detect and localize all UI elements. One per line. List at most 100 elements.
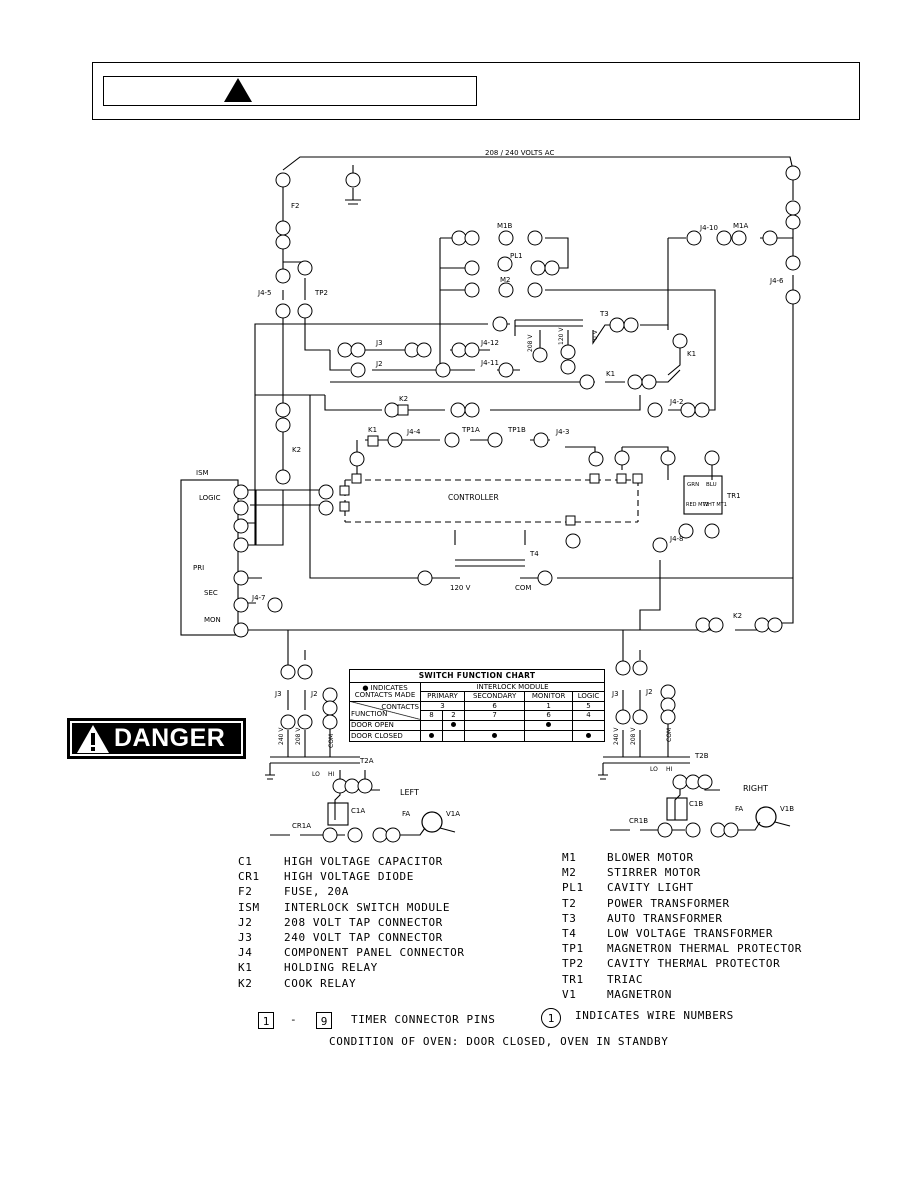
legend-code: T4 <box>562 926 577 940</box>
svg-text:ISM: ISM <box>196 469 209 477</box>
svg-text:FA: FA <box>735 805 743 813</box>
contact-made-dot <box>428 732 434 738</box>
wire-number-example: 1 <box>541 1008 561 1028</box>
svg-text:240 V: 240 V <box>278 727 285 745</box>
legend-description: 208 VOLT TAP CONNECTOR <box>284 915 443 929</box>
svg-text:K2: K2 <box>733 612 742 620</box>
svg-text:T2A: T2A <box>359 757 374 765</box>
legend-row: ISM INTERLOCK SWITCH MODULE <box>238 901 465 916</box>
legend-description: AUTO TRANSFORMER <box>607 911 723 925</box>
wire-numbers-text: INDICATES WIRE NUMBERS <box>575 1009 734 1022</box>
legend-code: T2 <box>562 896 577 910</box>
legend-row: J4 COMPONENT PANEL CONNECTOR <box>238 946 465 961</box>
svg-text:J2: J2 <box>645 688 653 696</box>
legend-code: CR1 <box>238 870 260 884</box>
legend-code: J4 <box>238 946 253 960</box>
svg-text:MON: MON <box>204 616 221 624</box>
legend-description: CAVITY LIGHT <box>607 881 694 895</box>
controller-label: CONTROLLER <box>448 493 499 502</box>
svg-text:M1B: M1B <box>497 222 512 230</box>
legend-row: TP1 MAGNETRON THERMAL PROTECTOR <box>562 942 802 957</box>
legend-code: K2 <box>238 976 253 990</box>
warning-header-box <box>92 62 860 120</box>
warning-exclamation-icon <box>77 724 109 753</box>
svg-text:0 V: 0 V <box>592 329 599 340</box>
svg-text:J2: J2 <box>310 690 318 698</box>
svg-text:C1A: C1A <box>351 807 365 815</box>
timer-pin-box-first: 1 <box>258 1012 274 1029</box>
legend-row: M1 BLOWER MOTOR <box>562 851 802 866</box>
legend-description: COMPONENT PANEL CONNECTOR <box>284 946 465 960</box>
legend-description: STIRRER MOTOR <box>607 866 701 880</box>
svg-text:RIGHT: RIGHT <box>743 784 768 793</box>
legend-code: F2 <box>238 885 253 899</box>
legend-code: M1 <box>562 851 577 864</box>
svg-text:J4-11: J4-11 <box>480 359 499 367</box>
svg-text:J4-8: J4-8 <box>669 535 684 543</box>
legend-code: V1 <box>562 987 577 1001</box>
legend-description: MAGNETRON <box>607 987 673 1001</box>
svg-text:TR1: TR1 <box>726 492 741 500</box>
svg-text:K1: K1 <box>687 350 696 358</box>
svg-text:M2: M2 <box>500 276 511 284</box>
svg-text:J4-12: J4-12 <box>480 339 499 347</box>
legend-description: BLOWER MOTOR <box>607 851 694 864</box>
pin-range-dash: - <box>290 1013 298 1026</box>
legend-code: J3 <box>238 930 253 944</box>
legend-code: TP1 <box>562 942 584 956</box>
svg-text:TP2: TP2 <box>314 289 328 297</box>
svg-text:208 V: 208 V <box>295 727 302 745</box>
legend-row: PL1 CAVITY LIGHT <box>562 881 802 896</box>
legend-code: T3 <box>562 911 577 925</box>
contact-made-dot <box>546 722 552 728</box>
svg-text:J3: J3 <box>375 339 383 347</box>
svg-text:LO: LO <box>312 771 320 778</box>
legend-row: CR1 HIGH VOLTAGE DIODE <box>238 870 465 885</box>
svg-text:LEFT: LEFT <box>400 788 419 797</box>
svg-text:T2B: T2B <box>694 752 709 760</box>
legend-description: INTERLOCK SWITCH MODULE <box>284 900 451 914</box>
legend-description: COOK RELAY <box>284 976 357 990</box>
legend-code: TP2 <box>562 957 584 971</box>
legend-description: 240 VOLT TAP CONNECTOR <box>284 930 443 944</box>
svg-text:COM: COM <box>515 584 531 592</box>
svg-text:V1A: V1A <box>446 810 460 818</box>
legend-code: PL1 <box>562 881 584 895</box>
legend-description: TRIAC <box>607 972 644 986</box>
svg-text:K1: K1 <box>368 426 377 434</box>
legend-row: J3 240 VOLT TAP CONNECTOR <box>238 931 465 946</box>
svg-text:C1B: C1B <box>689 800 703 808</box>
svg-text:PRI: PRI <box>193 564 204 572</box>
svg-text:K2: K2 <box>292 446 301 454</box>
svg-text:J4-10: J4-10 <box>699 224 718 232</box>
svg-text:F2: F2 <box>291 202 299 210</box>
svg-text:J3: J3 <box>274 690 282 698</box>
svg-text:BLU: BLU <box>706 482 717 488</box>
svg-text:K2: K2 <box>399 395 408 403</box>
svg-text:J4-3: J4-3 <box>555 428 570 436</box>
svg-text:J4-7: J4-7 <box>251 594 266 602</box>
legend-description: MAGNETRON THERMAL PROTECTOR <box>607 942 803 956</box>
chart-row-door-open: DOOR OPEN <box>349 719 606 732</box>
svg-text:COM: COM <box>666 728 673 742</box>
svg-text:J4-4: J4-4 <box>406 428 421 436</box>
legend-description: HIGH VOLTAGE DIODE <box>284 870 415 884</box>
contact-made-dot <box>450 722 456 728</box>
legend-description: HOLDING RELAY <box>284 961 378 975</box>
svg-text:SEC: SEC <box>204 589 218 597</box>
legend-code: ISM <box>238 900 260 914</box>
svg-text:CR1B: CR1B <box>629 817 648 825</box>
legend-description: CAVITY THERMAL PROTECTOR <box>607 957 781 971</box>
timer-pin-box-last: 9 <box>316 1012 332 1029</box>
legend-code: K1 <box>238 961 253 975</box>
